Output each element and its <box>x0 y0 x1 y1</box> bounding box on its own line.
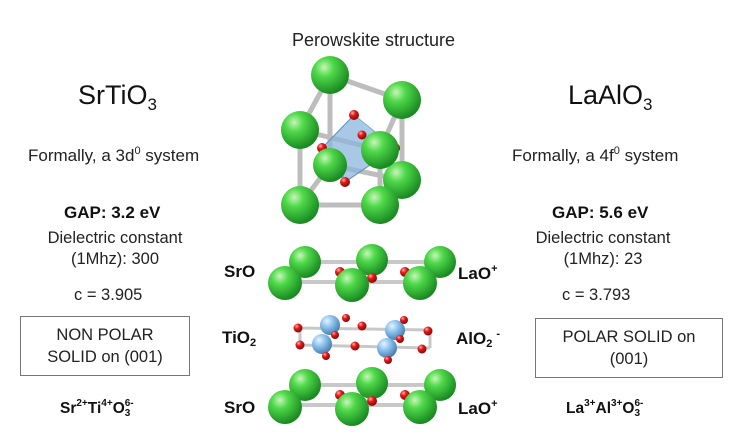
right-formula: LaAlO3 <box>568 80 653 114</box>
ti-atom <box>320 315 340 335</box>
sr-atom <box>424 369 456 401</box>
sr-atom <box>311 56 349 94</box>
sr-atom <box>403 390 437 424</box>
oxygen-atom <box>396 335 404 343</box>
oxygen-atom <box>340 177 350 187</box>
oxygen-atom <box>293 323 303 333</box>
sr-atom <box>356 244 388 276</box>
sr-atom <box>361 131 399 169</box>
sr-atom <box>268 390 302 424</box>
unit-cell <box>281 56 421 224</box>
tio2-layer <box>293 314 433 364</box>
left-formula: SrTiO3 <box>78 80 157 114</box>
left-lattice-constant: c = 3.905 <box>74 286 143 304</box>
left-gap: GAP: 3.2 eV <box>64 203 161 222</box>
oxygen-atom <box>367 396 377 406</box>
oxygen-atom <box>350 341 360 351</box>
oxygen-atom <box>342 314 350 322</box>
layer-label-tio2: TiO2 <box>222 328 257 349</box>
sr-atom <box>281 111 319 149</box>
sr-atom <box>335 268 369 302</box>
sro-layer-top <box>268 244 456 302</box>
oxygen-atom <box>357 321 367 331</box>
right-dielectric: Dielectric constant (1Mhz): 23 <box>535 229 671 268</box>
oxygen-atom <box>295 340 305 350</box>
sr-atom <box>289 369 321 401</box>
layer-label-sro-top: SrO <box>224 262 256 281</box>
layer-label-sro-bottom: SrO <box>224 398 256 417</box>
layer-label-lao-bottom: LaO+ <box>458 398 498 418</box>
oxygen-atom <box>322 352 330 360</box>
left-formal-config: Formally, a 3d0 system <box>28 145 200 165</box>
sr-atom <box>403 266 437 300</box>
oxygen-atom <box>423 326 433 336</box>
sr-atom <box>335 392 369 426</box>
oxygen-atom <box>417 344 427 354</box>
oxygen-atom <box>349 110 359 120</box>
sr-atom <box>424 246 456 278</box>
right-lattice-constant: c = 3.793 <box>562 286 631 304</box>
sr-atom <box>313 148 347 182</box>
ti-atom <box>312 334 332 354</box>
sr-atom <box>383 81 421 119</box>
oxygen-atom <box>367 273 377 283</box>
oxygen-atom <box>331 331 339 339</box>
sr-atom <box>289 246 321 278</box>
sr-atom <box>356 367 388 399</box>
left-dielectric: Dielectric constant (1Mhz): 300 <box>47 229 183 268</box>
right-polarity-box: POLAR SOLID on(001) <box>535 318 723 378</box>
sr-atom <box>281 186 319 224</box>
right-formal-config: Formally, a 4f0 system <box>512 145 679 165</box>
layer-label-alo2: AlO2- <box>456 328 501 350</box>
ti-atom <box>377 338 397 358</box>
sr-atom <box>361 186 399 224</box>
layer-label-lao-top: LaO+ <box>458 263 498 283</box>
sr-atom <box>268 266 302 300</box>
sro-layer-bottom <box>268 367 456 426</box>
diagram-title: Perowskite structure <box>291 30 456 50</box>
oxygen-atom <box>400 316 408 324</box>
right-gap: GAP: 5.6 eV <box>552 203 649 222</box>
oxygen-atom <box>384 356 392 364</box>
oxygen-atom <box>357 130 367 140</box>
sr-atom <box>383 161 421 199</box>
